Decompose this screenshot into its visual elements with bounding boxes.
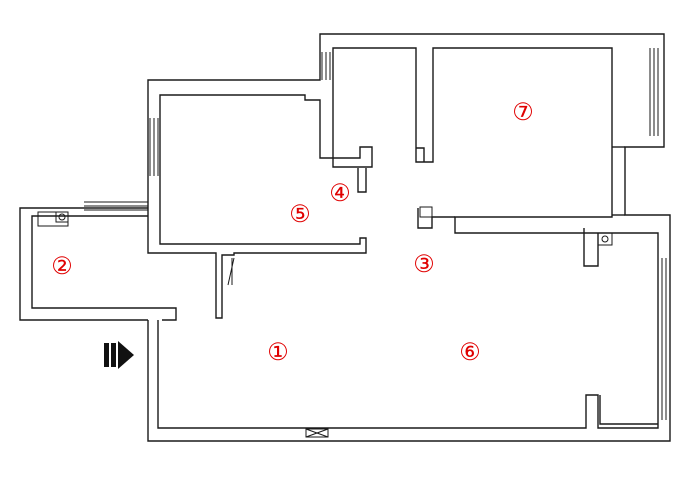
room-label-4: ④ bbox=[329, 179, 351, 207]
room-label-2: ② bbox=[51, 252, 73, 280]
room-label-3: ③ bbox=[413, 250, 435, 278]
room-label-7: ⑦ bbox=[512, 98, 534, 126]
room-label-6: ⑥ bbox=[459, 338, 481, 366]
room-label-5: ⑤ bbox=[289, 200, 311, 228]
exterior-walls bbox=[19, 33, 671, 442]
room-label-1: ① bbox=[267, 338, 289, 366]
room-labels: ① ② ③ ④ ⑤ ⑥ ⑦ bbox=[51, 98, 534, 366]
windows bbox=[84, 48, 671, 438]
fixtures bbox=[37, 211, 613, 246]
entrance-arrow-icon bbox=[104, 341, 134, 369]
